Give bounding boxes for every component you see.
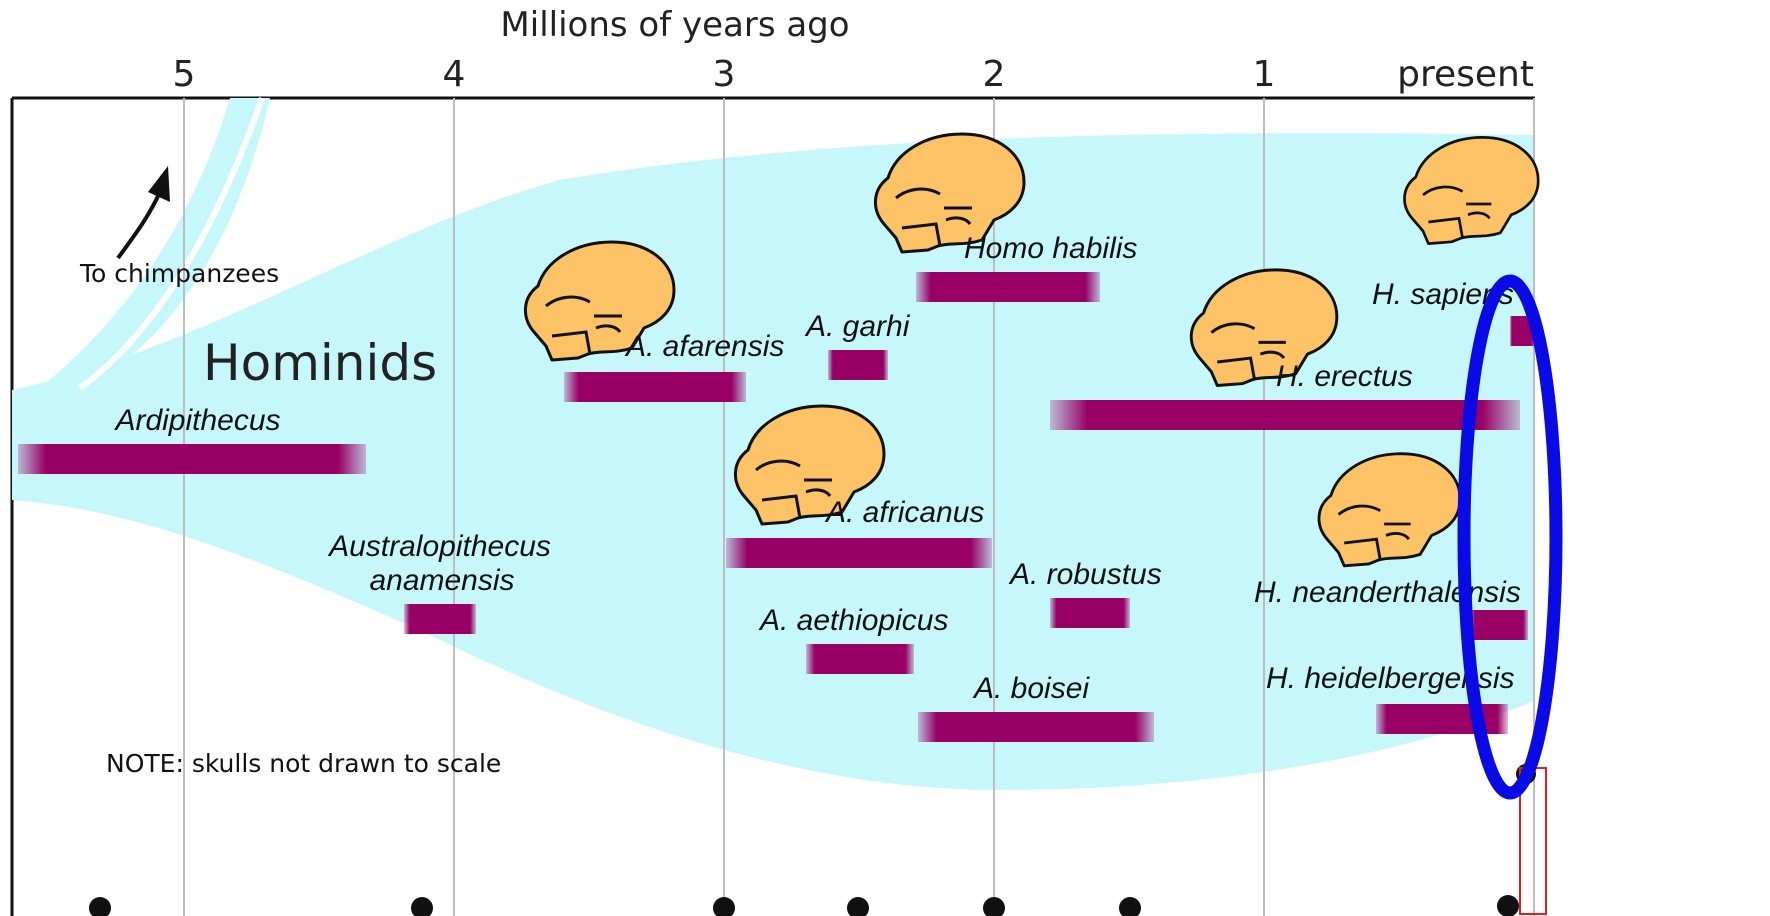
timeline-dots xyxy=(89,764,1536,916)
arrow-up-right-icon xyxy=(118,166,170,258)
bar-boisei xyxy=(918,712,1154,742)
bar-aethiopicus xyxy=(806,644,914,674)
label-garhi: A. garhi xyxy=(804,310,911,343)
bar-anamensis xyxy=(404,604,476,634)
label-anamensis-line1: Australopithecus xyxy=(327,530,551,563)
label-neanderthalensis: H. neanderthalensis xyxy=(1254,576,1521,609)
label-afarensis: A. afarensis xyxy=(624,330,784,363)
bar-africanus xyxy=(726,538,992,568)
label-africanus: A. africanus xyxy=(824,496,984,529)
tick-label-present: present xyxy=(1397,54,1534,95)
note-text: NOTE: skulls not drawn to scale xyxy=(106,749,501,778)
bar-robustus xyxy=(1050,598,1130,628)
to-chimpanzees-label: To chimpanzees xyxy=(79,259,279,288)
tick-label-1: 1 xyxy=(1253,54,1276,95)
bar-erectus xyxy=(1050,400,1520,430)
label-habilis: Homo habilis xyxy=(964,232,1137,265)
tick-label-5: 5 xyxy=(173,54,196,95)
label-robustus: A. robustus xyxy=(1008,558,1162,591)
bar-habilis xyxy=(916,272,1100,302)
tick-label-2: 2 xyxy=(983,54,1006,95)
bar-ardipithecus xyxy=(18,444,366,474)
bar-garhi xyxy=(828,350,888,380)
bar-afarensis xyxy=(564,372,746,402)
label-erectus: H. erectus xyxy=(1276,360,1413,393)
axis-title: Millions of years ago xyxy=(500,5,849,45)
label-aethiopicus: A. aethiopicus xyxy=(758,604,948,637)
label-boisei: A. boisei xyxy=(972,672,1090,705)
bar-neanderthalensis xyxy=(1470,610,1528,640)
tick-label-3: 3 xyxy=(713,54,736,95)
label-anamensis-line2: anamensis xyxy=(369,564,514,597)
tick-label-4: 4 xyxy=(443,54,466,95)
label-ardipithecus: Ardipithecus xyxy=(113,404,280,437)
bar-heidelbergensis xyxy=(1376,704,1508,734)
hominids-label: Hominids xyxy=(203,334,437,392)
